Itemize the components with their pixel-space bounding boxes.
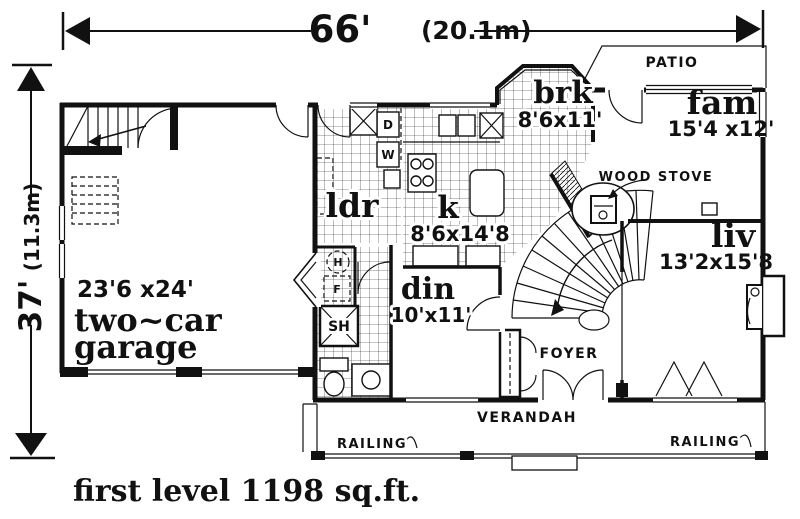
counter-din-left (412, 245, 459, 267)
laundry-tub (383, 169, 401, 189)
range-stove (407, 153, 437, 193)
toilet (319, 357, 349, 397)
kitchen-label: k (437, 190, 460, 226)
foyer-label: FOYER (540, 346, 599, 362)
breakfast-size: 8'6x11' (518, 108, 603, 132)
railing-pointer-right (736, 434, 752, 448)
garage-window-1 (57, 206, 67, 240)
family-east-window (757, 92, 769, 137)
dining-window (406, 395, 478, 405)
railing-post (755, 451, 768, 460)
garage-hall-double-door (292, 252, 321, 308)
stair-arrow (88, 134, 101, 147)
foyer-closet (498, 328, 537, 399)
breakfast-label: brk (533, 75, 594, 111)
fireplace (746, 274, 786, 338)
wall-stub (616, 383, 628, 397)
water-heater (326, 250, 350, 274)
dining-label: din (401, 272, 455, 307)
stair-direction-arrow (551, 299, 564, 316)
height-dimension: 37' (11.3m) (10, 63, 55, 460)
dim-height-metric: (11.3m) (20, 183, 44, 271)
patio-door (605, 85, 644, 124)
shower-label: SH (328, 319, 350, 335)
front-entry-doors (538, 369, 608, 405)
kitchen-island (469, 169, 505, 217)
pantry-box (349, 106, 378, 136)
labels: PATIO brk 8'6x11' fam 15'4 x12' WOOD STO… (73, 55, 774, 509)
dining-size: 10'x11' (391, 303, 472, 327)
furnace-label: F (333, 283, 341, 296)
family-size: 15'4 x12' (668, 117, 775, 141)
washer-label: W (381, 148, 394, 162)
patio-label: PATIO (646, 55, 699, 71)
railing-pointer-left (403, 436, 418, 449)
garage-front (60, 367, 317, 377)
railing-post (311, 451, 325, 460)
patio-outline (579, 45, 767, 89)
dishwasher-box (479, 112, 504, 139)
utility-closet-walls (315, 245, 357, 305)
shower (318, 304, 360, 348)
counter-din-right (465, 245, 501, 267)
washer-box (376, 141, 400, 168)
wood-stove-pointer (608, 179, 646, 199)
stair-wall (170, 106, 178, 150)
doors (275, 85, 644, 405)
footer-caption: first level 1198 sq.ft. (73, 474, 420, 509)
water-heater-label: H (333, 256, 342, 269)
windows (57, 84, 769, 405)
living-label: liv (711, 216, 756, 255)
wood-stove (571, 182, 718, 236)
dim-width-feet: 66' (309, 8, 372, 51)
garage-stairs (64, 105, 179, 225)
breakfast-bay-wall (495, 64, 594, 105)
verandah (302, 402, 768, 471)
kitchen-window (430, 100, 490, 109)
sink-basin-left (438, 114, 457, 137)
stair-newel (578, 309, 610, 331)
verandah-label: VERANDAH (477, 410, 577, 426)
laundry-label: ldr (326, 186, 380, 225)
ldr-window (350, 100, 377, 109)
garage-name-1: two~car (74, 301, 223, 339)
kitchen-size: 8'6x14'8 (410, 222, 509, 246)
living-window (653, 360, 737, 405)
width-dimension: 66' (20.1m) (61, 8, 765, 51)
basement-stairs (71, 176, 119, 225)
ldr-back-door (317, 100, 351, 138)
stair-wall (64, 146, 122, 155)
dryer-label: D (383, 118, 393, 132)
railing-post (460, 451, 474, 460)
sink-basin-right (457, 114, 476, 137)
furnace (323, 275, 351, 302)
railing-label-left: RAILING (337, 437, 407, 452)
railing-label-right: RAILING (670, 435, 740, 450)
bath-sink (351, 363, 392, 397)
entry-steps (511, 455, 578, 471)
family-north-window (646, 84, 752, 95)
stove-vent (701, 202, 718, 216)
utility-closet-door (357, 261, 391, 295)
dim-width-metric: (20.1m) (421, 16, 532, 45)
family-label: fam (687, 83, 758, 122)
garage-rear-door (275, 100, 309, 138)
garage-name-2: garage (74, 328, 197, 366)
living-size: 13'2x15'8 (659, 250, 773, 274)
stair-door-arc (137, 107, 179, 149)
wood-stove-label: WOOD STOVE (599, 170, 714, 185)
fixtures (316, 106, 505, 397)
casement-marks (655, 360, 723, 397)
din-foyer-door (466, 295, 505, 332)
dim-height-feet: 37' (13, 280, 49, 333)
garage-size: 23'6 x24' (77, 277, 194, 303)
garage-window-2 (57, 244, 67, 278)
curved-staircase (511, 189, 654, 331)
